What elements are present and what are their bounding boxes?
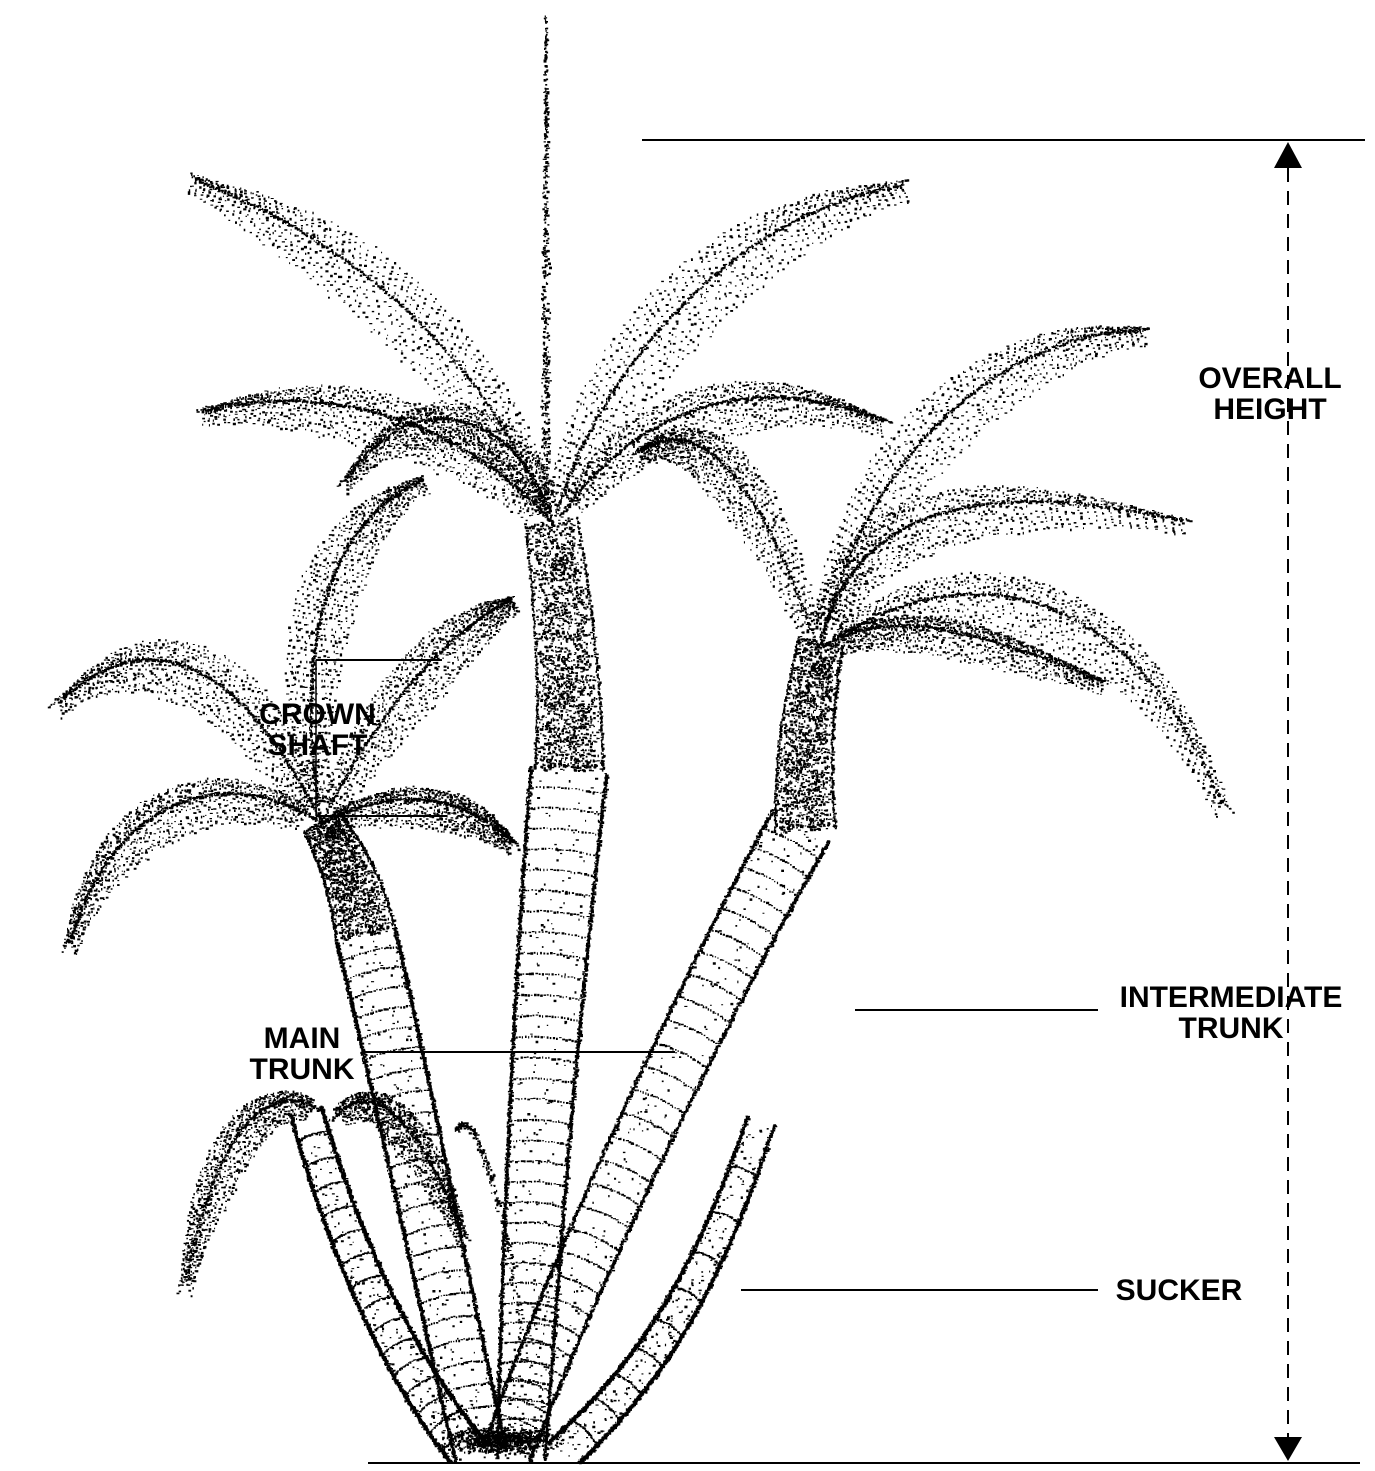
intermediate-trunk-label: INTERMEDIATE TRUNK — [1106, 982, 1356, 1044]
main-trunk-label: MAIN TRUNK — [232, 1023, 372, 1085]
annotation-lines — [316, 140, 1365, 1463]
sucker-label: SUCKER — [1104, 1275, 1254, 1306]
crown-shaft-label: CROWN SHAFT — [240, 699, 395, 761]
stipple-dots — [48, 16, 1235, 1465]
overall-height-label: OVERALL HEIGHT — [1190, 363, 1350, 425]
arrow-down-icon — [1274, 1437, 1302, 1461]
arrow-up-icon — [1274, 142, 1302, 168]
stipple-layer — [48, 16, 1235, 1465]
